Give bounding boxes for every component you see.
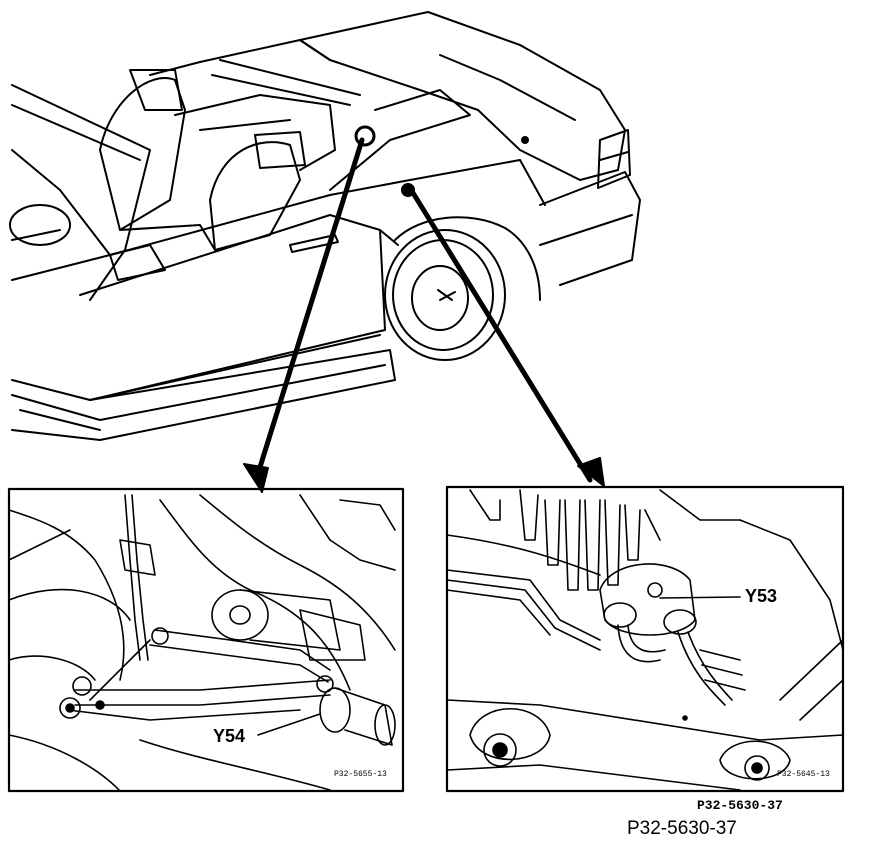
y54-label: Y54 <box>213 726 246 746</box>
right-inset-drawing <box>445 485 845 793</box>
left-inset-drawing <box>7 487 405 793</box>
left-panel-ref: P32-5655-13 <box>334 770 387 779</box>
y53-label: Y53 <box>745 586 778 606</box>
car-body <box>9 11 641 441</box>
callout-leaders <box>253 137 593 483</box>
figure-ref: P32-5630-37 <box>627 818 737 839</box>
right-panel-ref: P32-5645-13 <box>777 770 830 779</box>
figure-ref-stamp: P32-5630-37 <box>697 798 783 813</box>
